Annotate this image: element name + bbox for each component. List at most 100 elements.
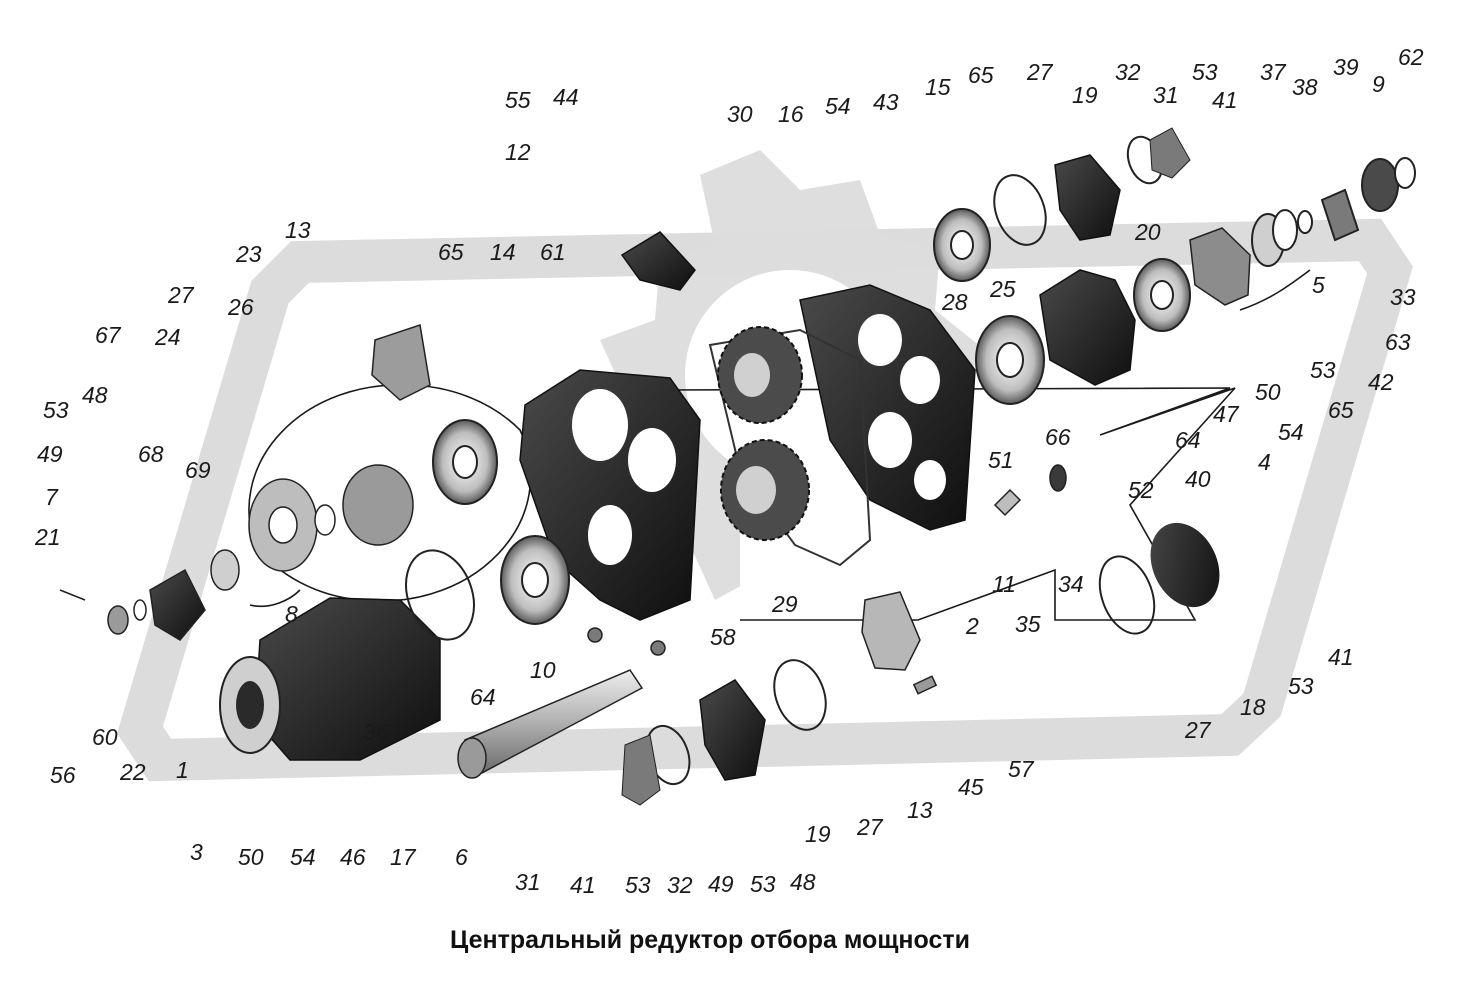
callout-62: 62 bbox=[1398, 44, 1424, 70]
callout-27-a: 27 bbox=[1026, 59, 1054, 85]
callout-64-a: 64 bbox=[1175, 427, 1201, 453]
cover-12 bbox=[620, 231, 696, 291]
callout-8: 8 bbox=[285, 601, 298, 627]
callout-1: 1 bbox=[176, 757, 189, 783]
callout-45: 45 bbox=[958, 774, 984, 800]
callout-42: 42 bbox=[1368, 369, 1394, 395]
callout-27-c: 27 bbox=[856, 814, 884, 840]
cover-19-bottom bbox=[699, 679, 766, 781]
callout-2: 2 bbox=[965, 613, 979, 639]
gaskets bbox=[405, 135, 1164, 786]
callout-7: 7 bbox=[45, 484, 59, 510]
callout-68: 68 bbox=[138, 441, 164, 467]
callout-16: 16 bbox=[778, 101, 804, 127]
callout-33: 33 bbox=[1390, 284, 1416, 310]
cover-plate bbox=[799, 284, 976, 531]
bearings bbox=[432, 208, 1191, 625]
round-cover-18 bbox=[1150, 522, 1220, 608]
callout-9: 9 bbox=[1372, 71, 1385, 97]
callout-20: 20 bbox=[1134, 219, 1161, 245]
callout-58: 58 bbox=[710, 624, 736, 650]
callout-44: 44 bbox=[553, 84, 579, 110]
callout-47: 47 bbox=[1213, 401, 1240, 427]
callout-24: 24 bbox=[154, 324, 181, 350]
callout-40: 40 bbox=[1185, 466, 1211, 492]
callout-61: 61 bbox=[540, 239, 566, 265]
callout-53-d: 53 bbox=[1288, 673, 1314, 699]
callout-55: 55 bbox=[505, 87, 531, 113]
left-small-parts bbox=[59, 464, 1067, 695]
output-housing bbox=[219, 597, 441, 761]
callout-10: 10 bbox=[530, 657, 556, 683]
exploded-view: 1 2 3 4 5 6 7 8 9 10 11 12 13 13 14 15 1… bbox=[34, 44, 1424, 898]
callout-22: 22 bbox=[119, 759, 146, 785]
callout-35: 35 bbox=[1015, 611, 1041, 637]
callout-6: 6 bbox=[455, 844, 468, 870]
callout-31-bottom: 31 bbox=[515, 869, 541, 895]
callout-69: 69 bbox=[185, 457, 211, 483]
callout-5: 5 bbox=[1312, 272, 1325, 298]
callout-65-a: 65 bbox=[438, 239, 464, 265]
parts bbox=[59, 127, 1416, 806]
gear-30 bbox=[717, 326, 803, 424]
callout-21: 21 bbox=[34, 524, 61, 550]
callout-48-top: 48 bbox=[82, 382, 108, 408]
callout-54-c: 54 bbox=[290, 844, 316, 870]
bearing-housing-20 bbox=[1039, 269, 1136, 386]
callout-50-right: 50 bbox=[1255, 379, 1281, 405]
callouts: 1 2 3 4 5 6 7 8 9 10 11 12 13 13 14 15 1… bbox=[34, 44, 1424, 898]
flange-37 bbox=[1189, 227, 1251, 306]
callout-19-top: 19 bbox=[1072, 82, 1098, 108]
callout-56: 56 bbox=[50, 762, 76, 788]
callout-53-b: 53 bbox=[1192, 59, 1218, 85]
callout-14: 14 bbox=[490, 239, 516, 265]
sleeve-13-bottom bbox=[861, 591, 921, 671]
callout-32-top: 32 bbox=[1115, 59, 1141, 85]
diagram-caption: Центральный редуктор отбора мощности bbox=[450, 926, 970, 954]
callout-36: 36 bbox=[363, 719, 389, 745]
cover-19-top bbox=[1054, 154, 1121, 241]
callout-12: 12 bbox=[505, 139, 531, 165]
callout-65-b: 65 bbox=[968, 62, 994, 88]
callout-23: 23 bbox=[235, 241, 262, 267]
callout-18: 18 bbox=[1240, 694, 1266, 720]
callout-51: 51 bbox=[988, 447, 1014, 473]
callout-13-bottom: 13 bbox=[907, 797, 933, 823]
callout-4: 4 bbox=[1258, 449, 1271, 475]
callout-19-bottom: 19 bbox=[805, 821, 831, 847]
callout-64-b: 64 bbox=[470, 684, 496, 710]
callout-31-top: 31 bbox=[1153, 82, 1179, 108]
callout-15: 15 bbox=[925, 74, 951, 100]
callout-63: 63 bbox=[1385, 329, 1411, 355]
callout-25: 25 bbox=[989, 276, 1016, 302]
callout-27-b: 27 bbox=[167, 282, 195, 308]
callout-34: 34 bbox=[1058, 571, 1084, 597]
callout-41-a: 41 bbox=[1212, 87, 1238, 113]
callout-32-bottom: 32 bbox=[667, 872, 693, 898]
callout-46: 46 bbox=[340, 844, 366, 870]
callout-13-top: 13 bbox=[285, 217, 311, 243]
callout-26: 26 bbox=[227, 294, 254, 320]
callout-27-d: 27 bbox=[1184, 717, 1212, 743]
callout-53-a: 53 bbox=[43, 397, 69, 423]
small-rings bbox=[1251, 157, 1416, 267]
callout-48-bottom: 48 bbox=[790, 869, 816, 895]
callout-53-e: 53 bbox=[625, 872, 651, 898]
callout-66: 66 bbox=[1045, 424, 1071, 450]
callout-30: 30 bbox=[727, 101, 753, 127]
callout-28: 28 bbox=[941, 289, 968, 315]
callout-17: 17 bbox=[390, 844, 417, 870]
gear-29 bbox=[720, 439, 810, 541]
callout-43: 43 bbox=[873, 89, 899, 115]
callout-49-top: 49 bbox=[37, 441, 63, 467]
callout-52: 52 bbox=[1128, 477, 1154, 503]
callout-3: 3 bbox=[190, 839, 203, 865]
callout-57: 57 bbox=[1008, 756, 1035, 782]
callout-37: 37 bbox=[1260, 59, 1287, 85]
plate-31-bottom bbox=[621, 734, 661, 806]
callout-54-a: 54 bbox=[825, 93, 851, 119]
callout-53-f: 53 bbox=[750, 871, 776, 897]
callout-65-c: 65 bbox=[1328, 397, 1354, 423]
callout-67: 67 bbox=[95, 322, 122, 348]
